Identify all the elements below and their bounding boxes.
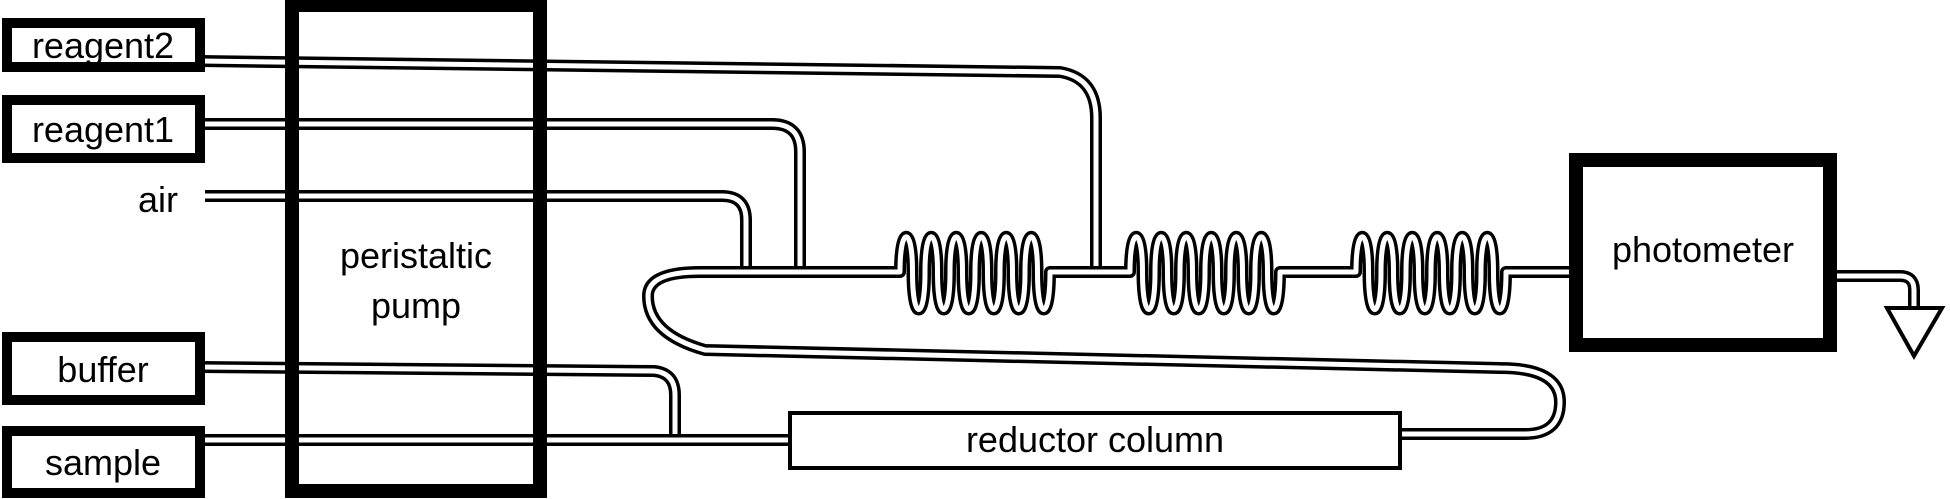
pump-label-line2: pump: [371, 285, 461, 326]
reagent1-label: reagent1: [32, 109, 174, 150]
tube-reagent1-inner: [200, 121, 803, 272]
reductor-column-label: reductor column: [966, 419, 1224, 460]
buffer-label: buffer: [57, 349, 148, 390]
reagent2-label: reagent2: [32, 25, 174, 66]
tube-buffer: [199, 361, 681, 438]
tube-photometer-outlet-outer: [1830, 270, 1920, 308]
tube-reagent1: [200, 118, 806, 272]
air-label: air: [138, 179, 178, 220]
tube-reagent2-inner: [199, 58, 1099, 272]
waste-drain-symbol: [1883, 306, 1946, 361]
reductor-column-box: [788, 411, 1402, 470]
tube-loop-return-inner: [645, 269, 1563, 437]
tube-loop-return: [642, 266, 1566, 440]
sample-label: sample: [45, 442, 161, 483]
reagent2-box: [2, 18, 205, 72]
photometer-box: [1569, 153, 1837, 352]
reagent1-box: [2, 95, 205, 163]
tube-main-line-inner: [746, 234, 1576, 312]
tube-buffer-outer: [199, 361, 681, 438]
sample-box: [2, 426, 205, 498]
tube-air: [205, 190, 752, 272]
tube-reagent2: [199, 55, 1102, 272]
tube-photometer-outlet: [1830, 270, 1920, 308]
tube-main-line: [746, 231, 1576, 316]
peristaltic-pump-box: [285, 0, 547, 498]
tube-buffer-inner: [199, 364, 678, 438]
buffer-box: [2, 332, 205, 405]
photometer-label: photometer: [1612, 229, 1794, 270]
pump-label-line1: peristaltic: [340, 235, 492, 276]
tube-photometer-outlet-inner: [1830, 273, 1917, 308]
tubing-network: [199, 55, 1920, 446]
tube-air-inner: [205, 193, 749, 272]
